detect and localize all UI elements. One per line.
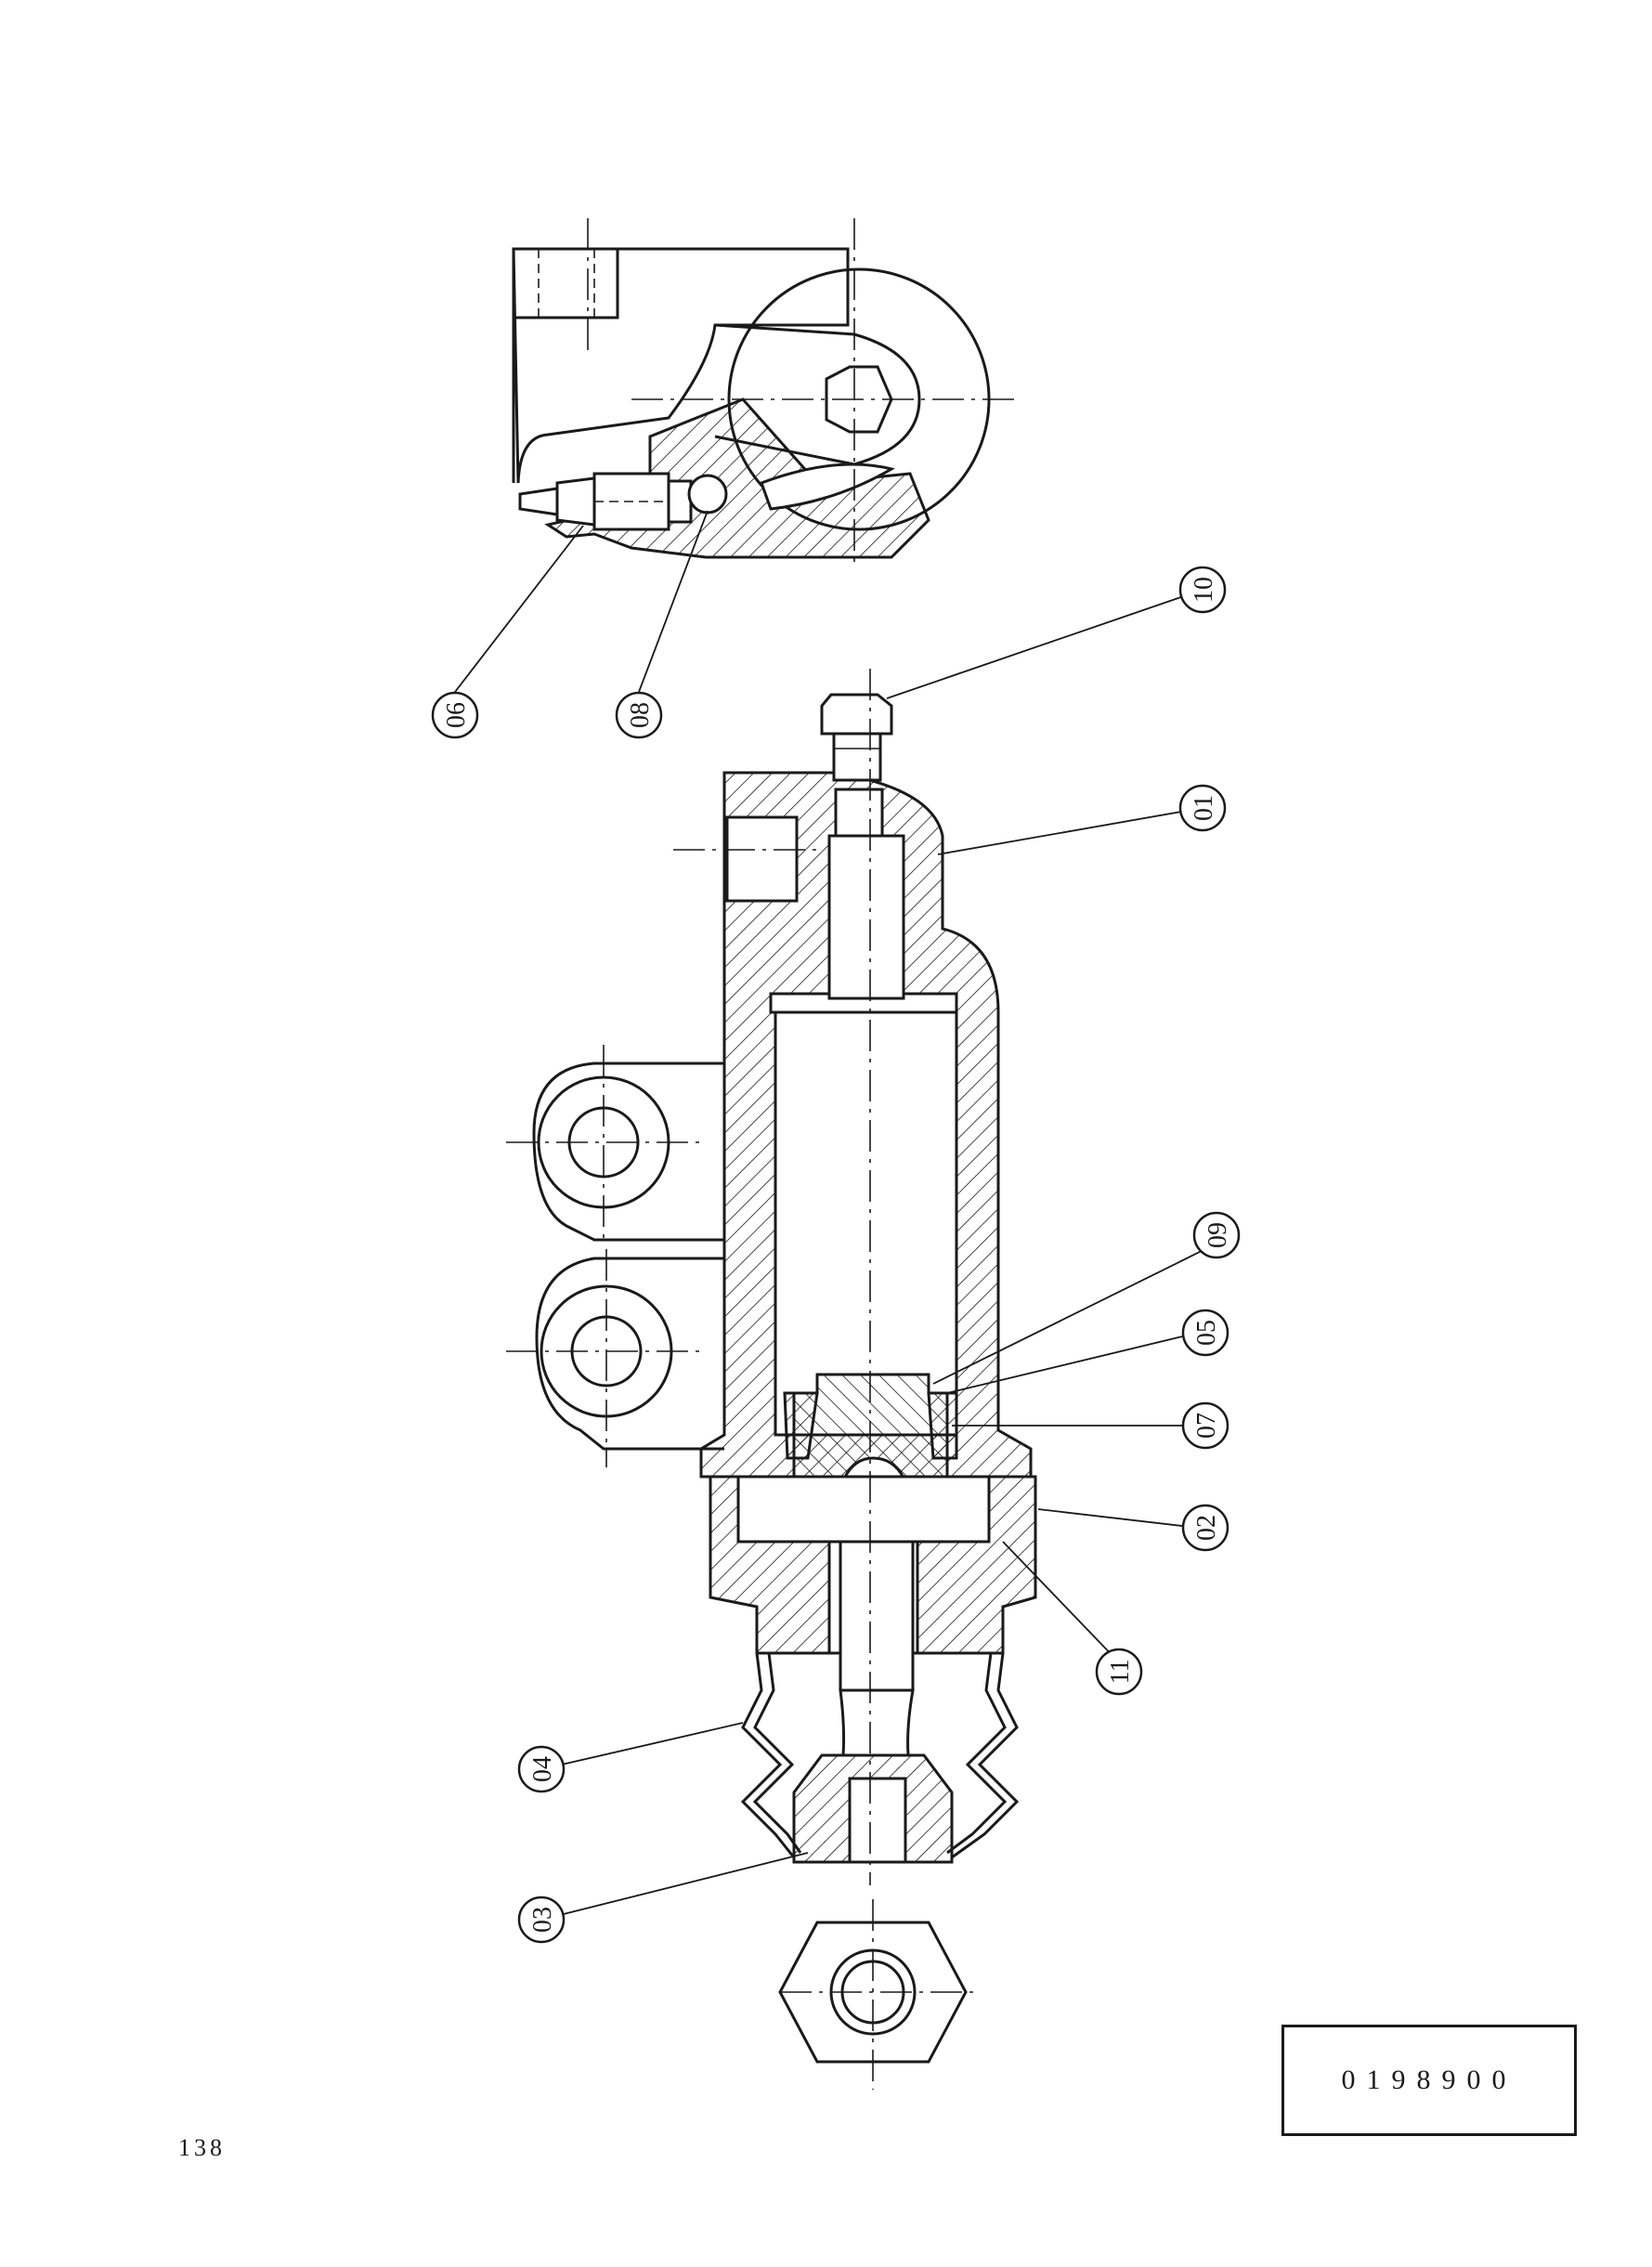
svg-text:03: 03 (528, 1907, 557, 1933)
svg-text:04: 04 (528, 1756, 557, 1782)
callout-11: 11 (1095, 1648, 1143, 1696)
callout-09: 09 (1192, 1211, 1241, 1259)
callout-10: 10 (1178, 566, 1227, 614)
svg-text:01: 01 (1190, 795, 1218, 821)
callout-03: 03 (517, 1896, 566, 1944)
callout-01: 01 (1178, 784, 1227, 832)
callout-04: 04 (517, 1745, 566, 1793)
part-number-box: 0198900 (1281, 2025, 1577, 2136)
svg-text:08: 08 (626, 702, 655, 728)
callout-leaders (454, 510, 1216, 1921)
svg-text:06: 06 (442, 702, 471, 728)
svg-text:02: 02 (1192, 1515, 1221, 1541)
cylinder-assembly-view (506, 669, 1037, 2090)
bracket-assembly-view (512, 218, 1021, 567)
svg-text:10: 10 (1190, 577, 1218, 603)
svg-text:05: 05 (1192, 1320, 1221, 1346)
part-number: 0198900 (1341, 2065, 1517, 2095)
svg-text:09: 09 (1203, 1222, 1232, 1248)
callout-02: 02 (1181, 1504, 1229, 1552)
svg-text:07: 07 (1192, 1413, 1221, 1439)
callout-06: 06 (431, 691, 479, 739)
svg-text:11: 11 (1106, 1660, 1135, 1685)
callout-08: 08 (615, 691, 663, 739)
callout-07: 07 (1181, 1401, 1229, 1450)
callout-05: 05 (1181, 1309, 1229, 1357)
page-number: 138 (178, 2134, 226, 2161)
